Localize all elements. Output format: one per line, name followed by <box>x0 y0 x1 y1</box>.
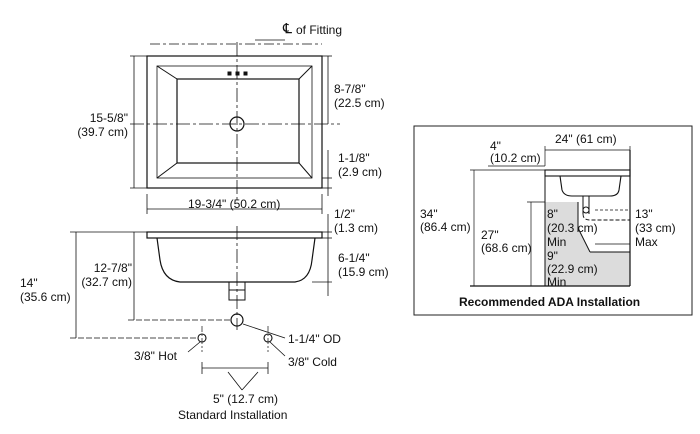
outlet-icon <box>230 313 244 327</box>
ada-panel <box>413 125 693 316</box>
rim-thick-in: 1/2" <box>334 207 355 221</box>
ada-max-in: 13" <box>635 207 653 221</box>
ada-toe-a-qual: Min <box>547 235 567 249</box>
supply-height-in: 14" <box>20 276 38 290</box>
drain-offset-in: 8-7/8" <box>334 82 366 96</box>
ada-toe-b-cm: (22.9 cm) <box>547 262 598 276</box>
ada-total-height-cm: (86.4 cm) <box>420 220 471 234</box>
ada-caption: Recommended ADA Installation <box>459 295 641 309</box>
rim-edge-cm: (2.9 cm) <box>338 165 383 179</box>
cold-label: 3/8" Cold <box>288 355 337 369</box>
supply-height-cm: (35.6 cm) <box>20 290 71 304</box>
depth-in: 15-5/8" <box>89 111 128 125</box>
ada-total-height-in: 34" <box>420 207 438 221</box>
ada-max-cm: (33 cm) <box>635 221 676 235</box>
bowl-depth-in: 6-1/4" <box>338 251 370 265</box>
sink-top-view <box>130 42 340 200</box>
ada-width: 24" (61 cm) <box>555 132 617 146</box>
width-label: 19-3/4" (50.2 cm) <box>188 197 280 211</box>
standard-caption: Standard Installation <box>178 408 288 422</box>
ada-toe-a-in: 8" <box>547 207 558 221</box>
rim-edge-in: 1-1/8" <box>338 151 370 165</box>
centerline-label: of Fitting <box>296 23 343 37</box>
hot-label: 3/8" Hot <box>134 349 177 363</box>
ada-knee-height-in: 27" <box>481 228 499 242</box>
ada-setback-cm: (10.2 cm) <box>490 151 541 165</box>
supply-spacing: 5" (12.7 cm) <box>213 392 278 406</box>
ada-setback-in: 4" <box>490 139 501 153</box>
width-in: 19-3/4" <box>188 197 227 211</box>
sink-side-view <box>146 226 323 352</box>
ada-knee-height-cm: (68.6 cm) <box>481 241 532 255</box>
top-view-dimensions <box>130 39 332 214</box>
side-view-dimensions <box>70 214 332 391</box>
ada-toe-b-qual: Min <box>547 275 567 289</box>
drain-height-cm: (32.7 cm) <box>81 275 132 289</box>
outlet-label: 1-1/4" OD <box>288 332 341 346</box>
ada-toe-b-in: 9" <box>547 249 558 263</box>
bowl-depth-cm: (15.9 cm) <box>338 265 389 279</box>
width-cm: (50.2 cm) <box>229 197 281 211</box>
ada-toe-a-cm: (20.3 cm) <box>547 221 598 235</box>
ada-diagram <box>470 146 631 287</box>
drain-height-in: 12-7/8" <box>93 261 132 275</box>
centerline-symbol: ℄ <box>283 20 292 36</box>
ada-max-qual: Max <box>635 235 658 249</box>
rim-thick-cm: (1.3 cm) <box>334 221 379 235</box>
depth-cm: (39.7 cm) <box>77 125 128 139</box>
drain-offset-cm: (22.5 cm) <box>334 96 385 110</box>
